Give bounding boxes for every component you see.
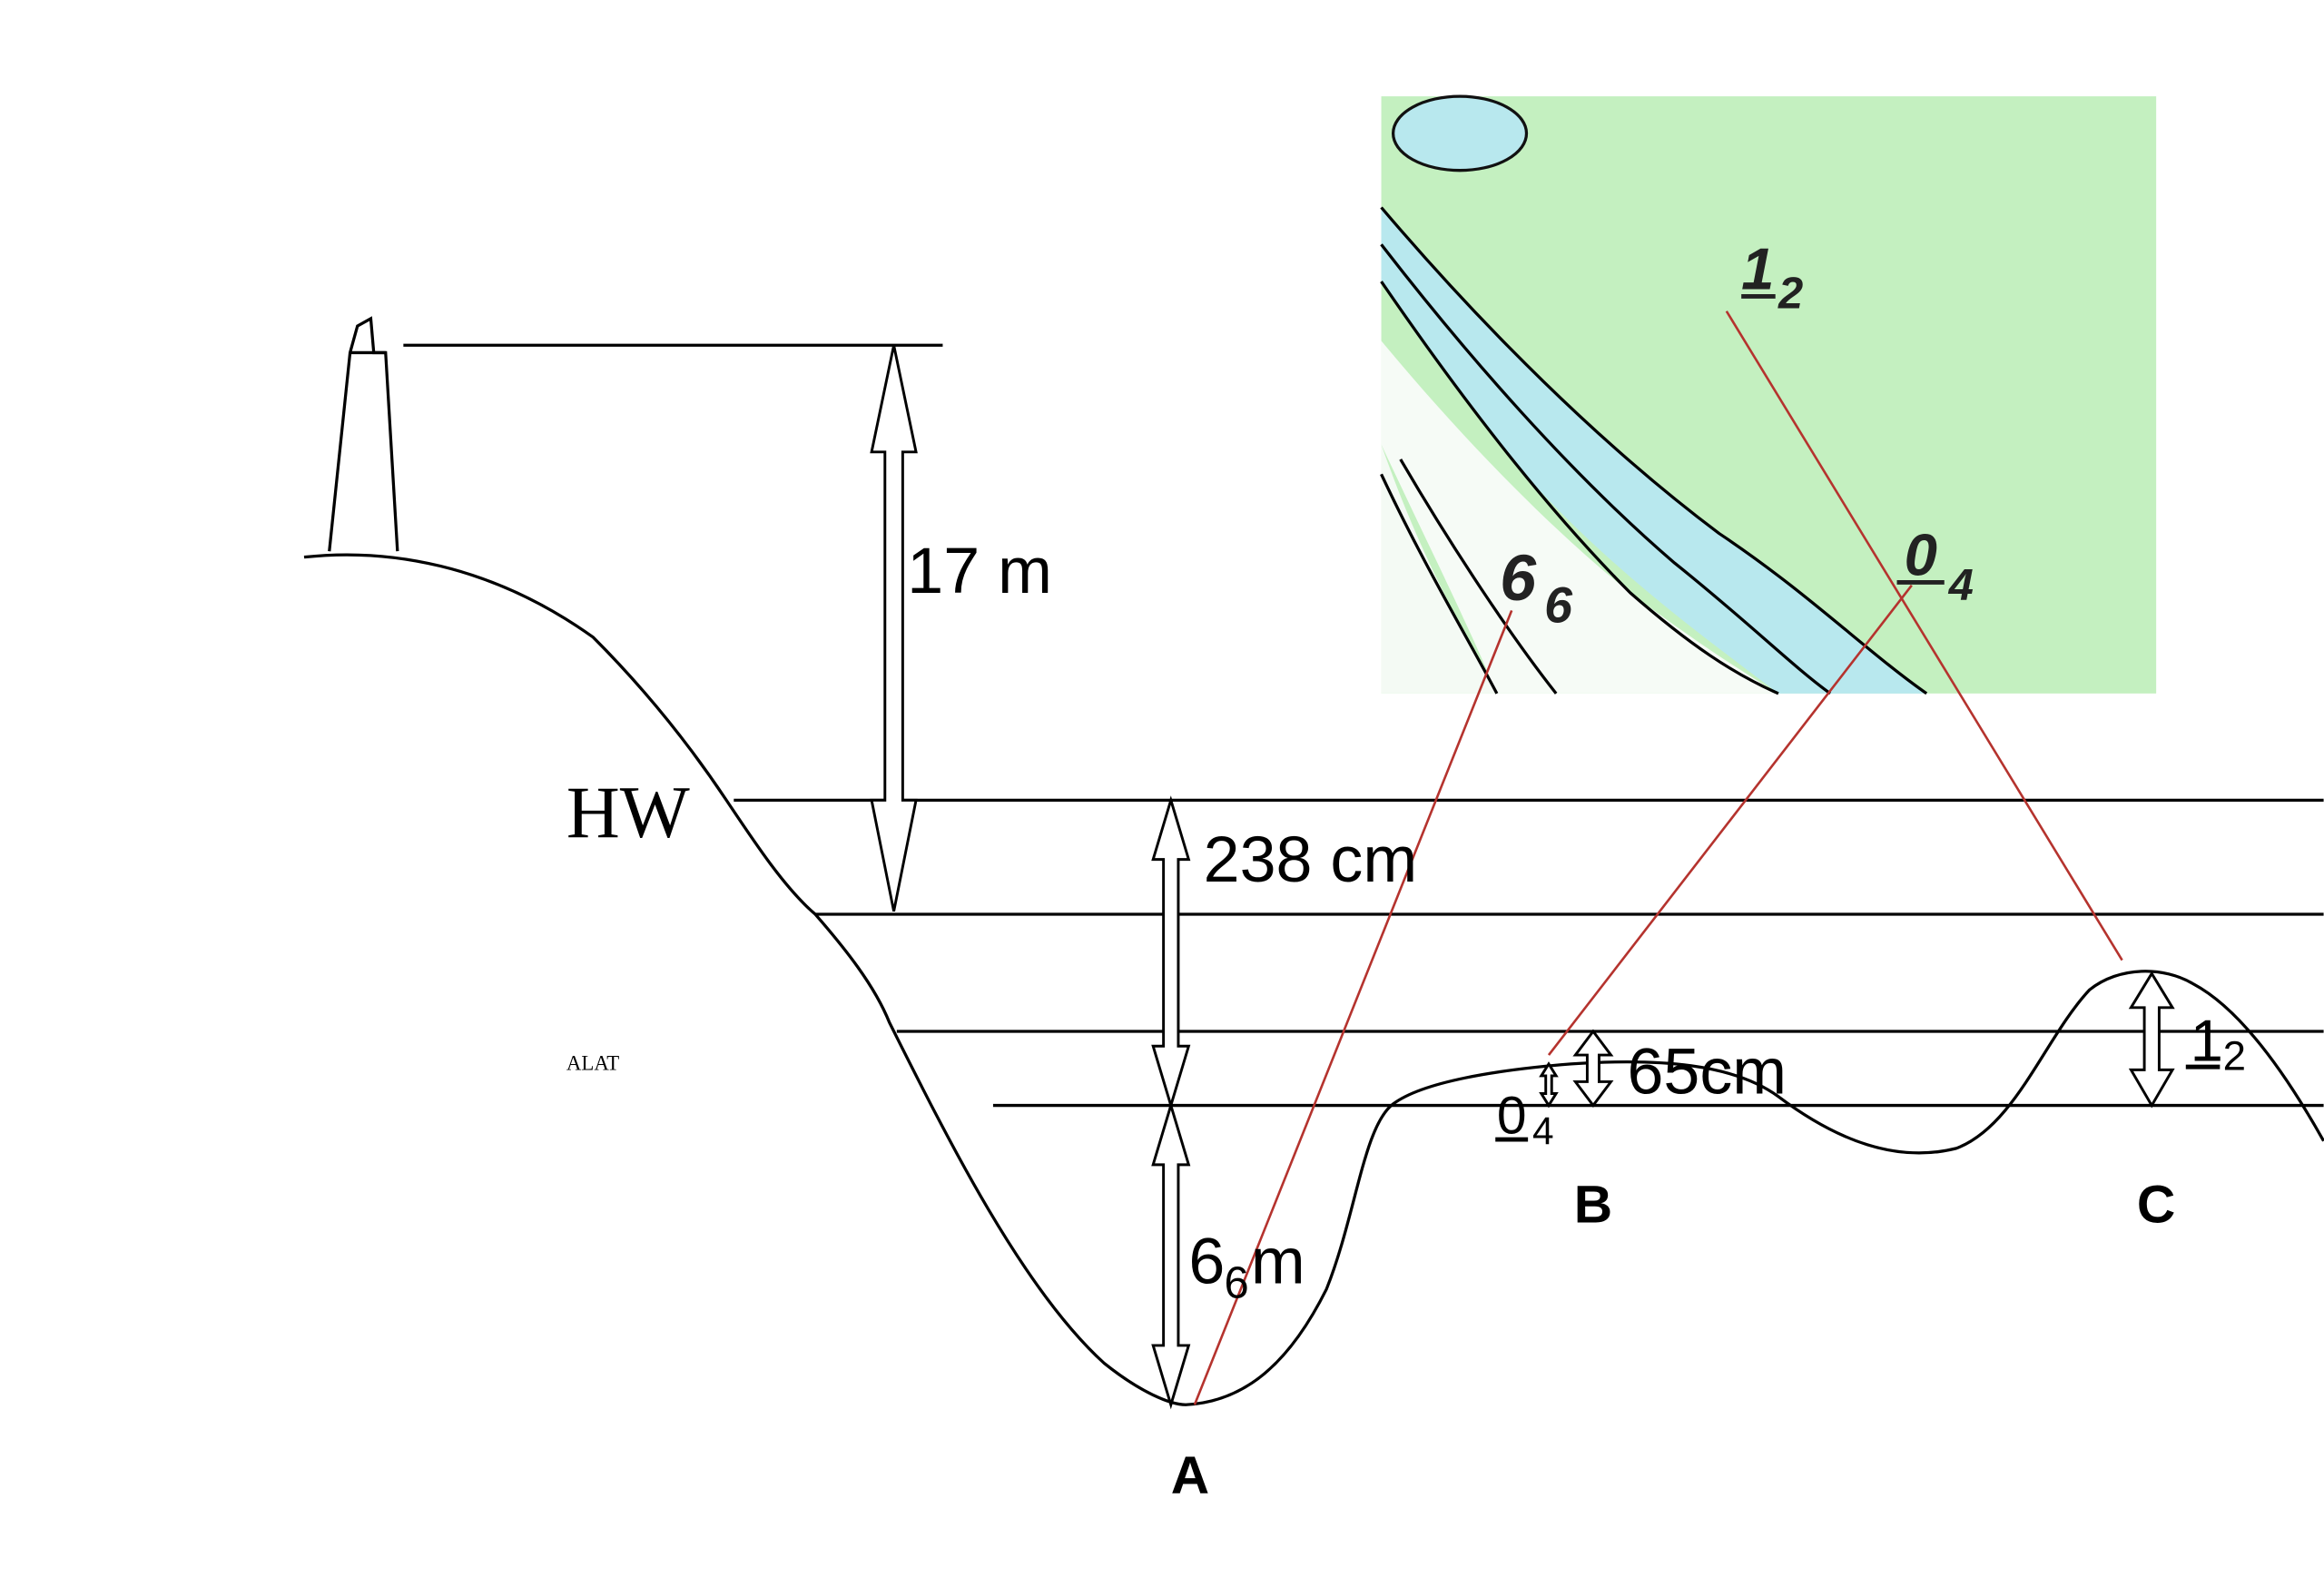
svg-text:2: 2: [1777, 269, 1803, 318]
leader-line-a: [1193, 609, 1513, 1405]
svg-text:0: 0: [1497, 1087, 1527, 1146]
svg-text:1: 1: [1741, 235, 1774, 301]
map-sounding-0-4: 0 4: [1896, 521, 1974, 610]
svg-text:2: 2: [2223, 1032, 2246, 1079]
point-b-label: B: [1574, 1175, 1612, 1234]
point-a-label: A: [1171, 1446, 1209, 1505]
small-range-label: 65cm: [1627, 1036, 1787, 1109]
depth-arrow: [1151, 1100, 1191, 1410]
height-arrow: [870, 344, 918, 912]
svg-text:6: 6: [1225, 1259, 1249, 1308]
height-label: 17 m: [907, 535, 1052, 607]
leader-line-b: [1547, 584, 1913, 1056]
svg-text:6: 6: [1188, 1225, 1225, 1297]
tide-range-arrow: [1151, 795, 1191, 1110]
svg-text:0: 0: [1905, 521, 1937, 587]
svg-text:4: 4: [1948, 561, 1974, 610]
seabed-profile: [303, 553, 2324, 1406]
point-c-label: C: [2137, 1175, 2175, 1234]
map-sounding-1-2: 1 2: [1741, 235, 1803, 318]
b-depth-label: 0 4: [1495, 1087, 1554, 1152]
depth-label: 6 6 m: [1188, 1225, 1305, 1307]
chart-map-inset: 1 2 0 4 6 6: [1380, 94, 2157, 695]
alat-label: ALAT: [566, 1051, 619, 1074]
svg-text:6: 6: [1544, 577, 1573, 633]
svg-text:1: 1: [2191, 1008, 2223, 1074]
svg-text:6: 6: [1500, 542, 1537, 615]
tide-range-label: 238 cm: [1204, 823, 1417, 896]
leader-line-c: [1725, 310, 2123, 961]
c-arrow: [2128, 971, 2175, 1109]
svg-text:4: 4: [1532, 1109, 1554, 1152]
map-sounding-6-6: 6 6: [1500, 542, 1573, 633]
hw-label: HW: [566, 771, 690, 853]
small-range-arrow: [1572, 1029, 1614, 1109]
b-arrow: [1539, 1061, 1559, 1109]
svg-text:m: m: [1251, 1225, 1305, 1297]
c-height-label: 1 2: [2185, 1008, 2246, 1079]
